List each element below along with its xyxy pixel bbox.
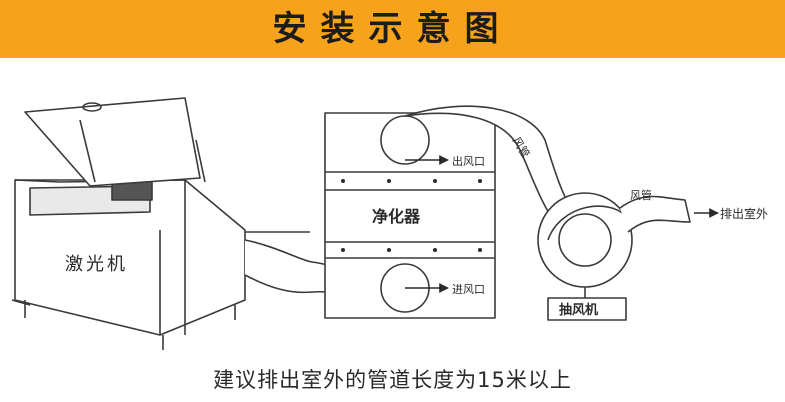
laser-machine (11, 97, 310, 350)
installation-diagram: 激光机 净化器 出风口 进风口 风管 风管 抽风机 排出室外 (11, 97, 768, 350)
purifier-label: 净化器 (372, 207, 421, 226)
laser-open-lid (24, 97, 201, 187)
inlet-label: 进风口 (452, 283, 485, 296)
title-banner (0, 0, 785, 58)
fan-base-frame (547, 297, 627, 321)
exhaust-fan (537, 192, 633, 321)
duct-label-lower: 风管 (630, 188, 652, 202)
fan-housing-inner (558, 213, 612, 267)
laser-label: 激光机 (65, 254, 128, 275)
exhaust-label: 排出室外 (720, 206, 768, 221)
installation-note: 建议排出室外的管道长度为15米以上 (213, 368, 572, 392)
duct-fan-to-outside (619, 195, 691, 233)
purifier-outlet-fan (380, 115, 430, 165)
outlet-label: 出风口 (452, 154, 485, 168)
page-title: 安装示意图 (272, 9, 513, 49)
lid-handle-icon (82, 102, 102, 112)
purifier (324, 112, 496, 319)
fan-label: 抽风机 (559, 302, 598, 318)
